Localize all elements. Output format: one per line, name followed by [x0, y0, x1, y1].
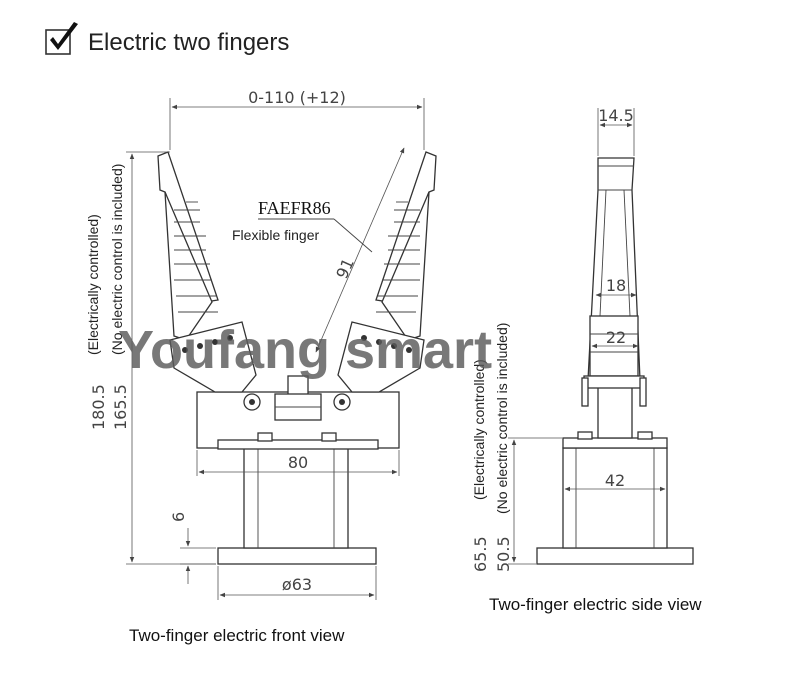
dim-height-total: 180.5: [89, 384, 108, 430]
side-column: [562, 447, 668, 549]
note-electric-front: (Electrically controlled): [85, 214, 101, 355]
checkbox-checked-icon: [45, 22, 78, 55]
dim-opening: 0-110 (+12): [248, 88, 346, 107]
dim-base-width: 80: [288, 453, 308, 472]
dim-side-base-width: 42: [605, 471, 625, 490]
dim-side-lower-width: 22: [606, 328, 626, 347]
front-view: 0-110 (+12) 91 FAEFR86 Flexible finger 8…: [85, 88, 437, 645]
note-electric-side: (Electrically controlled): [471, 359, 487, 500]
dim-finger-length: 91: [332, 255, 358, 281]
note-no-electric-front: (No electric control is included): [109, 164, 125, 355]
dim-side-mid-width: 18: [606, 276, 626, 295]
dim-finger-line: [315, 147, 405, 353]
front-base-plate: [217, 547, 377, 565]
dim-plate-diameter: ø63: [282, 575, 312, 594]
model-desc: Flexible finger: [232, 227, 319, 243]
side-body: [597, 385, 633, 439]
side-base-plate: [536, 547, 694, 565]
dim-side-height-total: 65.5: [471, 536, 490, 572]
side-view-caption: Two-finger electric side view: [489, 595, 702, 614]
side-view: 14.5 18 22 42 65.5 50.5 (Electrically co…: [471, 106, 702, 614]
note-no-electric-side: (No electric control is included): [494, 323, 510, 514]
header: Electric two fingers: [45, 22, 289, 56]
left-finger: [157, 151, 261, 411]
dim-side-height-inner: 50.5: [494, 536, 513, 572]
header-title: Electric two fingers: [88, 29, 289, 56]
watermark: Youfang smart: [118, 320, 492, 380]
dim-plate-thickness: 6: [169, 512, 188, 522]
front-view-caption: Two-finger electric front view: [129, 626, 345, 645]
dim-height-inner: 165.5: [111, 384, 130, 430]
model-label: FAEFR86: [258, 198, 331, 218]
dim-side-top-width: 14.5: [598, 106, 634, 125]
